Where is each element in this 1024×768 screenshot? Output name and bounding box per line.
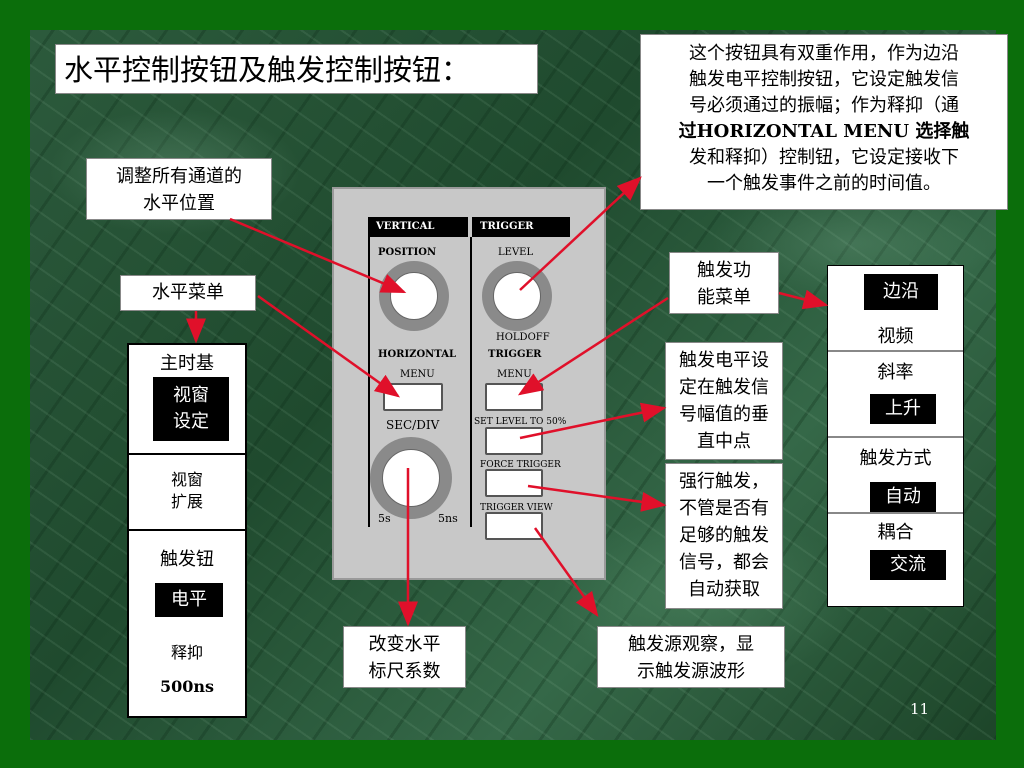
sec-div-note: 改变水平 标尺系数 <box>343 626 466 688</box>
menu-divider <box>129 529 245 531</box>
main-timebase-label: 主时基 <box>160 353 214 374</box>
set-level-50-label: SET LEVEL TO 50% <box>474 417 567 427</box>
force-trigger-note: 强行触发， 不管是否有 足够的触发 信号，都会 自动获取 <box>665 463 783 609</box>
sec-div-label: SEC/DIV <box>386 418 440 432</box>
option-line: 视窗 <box>170 470 203 489</box>
trigger-menu-button[interactable] <box>485 383 543 411</box>
sec-div-max-label: 5ns <box>438 512 458 525</box>
trigger-view-label: TRIGGER VIEW <box>480 503 553 513</box>
note-line: 示触发源波形 <box>637 661 745 682</box>
coupling-label: 耦合 <box>877 522 914 543</box>
holdoff-value: 500ns <box>159 677 215 696</box>
level-label: LEVEL <box>498 247 534 258</box>
oscilloscope-panel: VERTICAL TRIGGER POSITION LEVEL HOLDOFF … <box>332 187 606 580</box>
horizontal-menu-label: MENU <box>400 369 435 380</box>
arrow-position <box>229 217 407 294</box>
rising-option[interactable]: 上升 <box>870 394 936 424</box>
window-expand-option[interactable]: 视窗 扩展 <box>129 469 245 513</box>
arrow-trigger-view <box>533 527 599 618</box>
position-knob[interactable] <box>379 261 449 331</box>
window-setting-option[interactable]: 视窗 设定 <box>153 377 229 441</box>
note-line: 触发源观察，显 <box>628 634 754 655</box>
note-line: 这个按钮具有双重作用，作为边沿 <box>689 43 959 64</box>
menu-divider <box>828 512 963 514</box>
force-trigger-label: FORCE TRIGGER <box>480 460 561 470</box>
trigger-view-button[interactable] <box>485 512 543 540</box>
note-line: 触发电平设 <box>679 350 769 371</box>
edge-option[interactable]: 边沿 <box>864 274 938 310</box>
level-knob[interactable] <box>482 261 552 331</box>
note-line: 触发功 <box>697 260 751 281</box>
arrow-set-level <box>519 402 667 440</box>
note-line: 能菜单 <box>697 287 751 308</box>
vertical-header: VERTICAL <box>368 217 468 237</box>
note-line: 足够的触发 <box>679 525 769 546</box>
arrow-horizontal-menu <box>257 294 401 398</box>
trigger-mode-label: 触发方式 <box>859 448 932 469</box>
note-line: 定在触发信 <box>679 377 769 398</box>
knob-face <box>390 272 438 320</box>
sec-div-min-label: 5s <box>378 512 391 525</box>
trigger-menu-note: 触发功 能菜单 <box>669 252 779 314</box>
divider-center <box>470 237 472 527</box>
knob-face <box>493 272 541 320</box>
menu-divider <box>828 350 963 352</box>
set-level-note: 触发电平设 定在触发信 号幅值的垂 直中点 <box>665 342 783 460</box>
note-line: 水平位置 <box>143 193 215 214</box>
trigger-section-label: TRIGGER <box>488 349 542 360</box>
note-line: 号幅值的垂 <box>679 404 769 425</box>
arrow-force-trigger <box>527 484 667 512</box>
ac-option[interactable]: 交流 <box>870 550 946 580</box>
trigger-menu-label: MENU <box>497 369 532 380</box>
note-line: 标尺系数 <box>368 661 441 682</box>
option-line: 扩展 <box>170 492 203 511</box>
trigger-menu-panel: 边沿 视频 斜率 上升 触发方式 自动 耦合 交流 <box>827 265 964 607</box>
page-number: 11 <box>910 700 930 718</box>
sec-div-knob[interactable] <box>370 437 452 519</box>
note-line: 不管是否有 <box>679 498 769 519</box>
slide-title: 水平控制按钮及触发控制按钮： <box>55 44 538 94</box>
option-line: 视窗 <box>173 385 209 406</box>
arrow-trigger-menu <box>517 296 669 396</box>
holdoff-label: HOLDOFF <box>496 332 550 343</box>
trigger-view-note: 触发源观察，显 示触发源波形 <box>597 626 785 688</box>
trigger-header: TRIGGER <box>472 217 570 237</box>
trigger-knob-label: 触发钮 <box>160 549 214 570</box>
level-option[interactable]: 电平 <box>155 583 223 617</box>
horizontal-label: HORIZONTAL <box>378 349 456 360</box>
note-line: 号必须通过的振幅；作为释抑（通 <box>689 95 959 116</box>
note-line: 直中点 <box>697 431 751 452</box>
note-line: 触发电平控制按钮，它设定触发信 <box>689 69 959 90</box>
menu-divider <box>129 453 245 455</box>
arrow-level-knob <box>519 176 642 291</box>
level-knob-note: 这个按钮具有双重作用，作为边沿 触发电平控制按钮，它设定触发信 号必须通过的振幅… <box>640 34 1008 210</box>
arrow-trigger-panel <box>778 289 829 310</box>
force-trigger-button[interactable] <box>485 469 543 497</box>
horizontal-position-note: 调整所有通道的 水平位置 <box>86 158 272 220</box>
auto-option[interactable]: 自动 <box>870 482 936 512</box>
horizontal-menu-panel: 主时基 视窗 设定 视窗 扩展 触发钮 电平 释抑 500ns <box>127 343 247 718</box>
menu-divider <box>828 436 963 438</box>
note-line: 一个触发事件之前的时间值。 <box>707 173 941 194</box>
horizontal-menu-note: 水平菜单 <box>120 275 256 311</box>
knob-face <box>382 449 440 507</box>
note-line: 自动获取 <box>688 579 760 600</box>
slope-label: 斜率 <box>877 362 914 383</box>
holdoff-option[interactable]: 释抑 <box>170 643 203 662</box>
set-level-50-button[interactable] <box>485 427 543 455</box>
note-line: 过HORIZONTAL MENU 选择触 <box>678 121 970 142</box>
option-line: 设定 <box>173 411 209 432</box>
note-line: 强行触发， <box>679 471 769 492</box>
note-line: 调整所有通道的 <box>116 166 242 187</box>
note-line: 发和释抑）控制钮，它设定接收下 <box>689 147 959 168</box>
video-option[interactable]: 视频 <box>877 326 914 347</box>
divider-left <box>368 237 370 527</box>
note-line: 改变水平 <box>368 634 441 655</box>
position-label: POSITION <box>378 247 437 258</box>
note-line: 信号，都会 <box>679 552 769 573</box>
